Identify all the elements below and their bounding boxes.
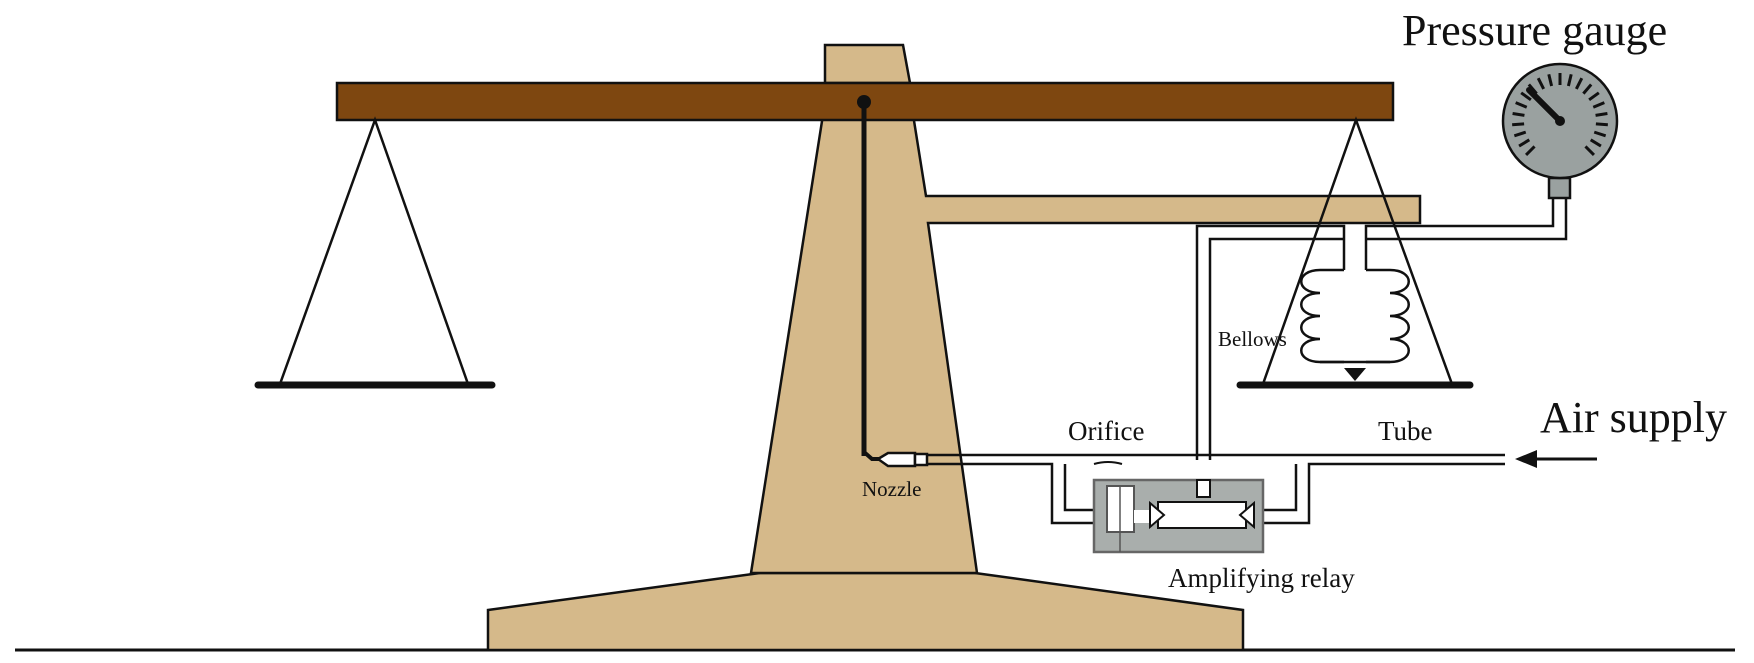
air-supply-arrow [1515,450,1597,468]
gauge-tick [1524,145,1536,157]
gauge-tick [1518,138,1531,148]
air-supply-tube [927,453,1505,525]
label-nozzle: Nozzle [862,477,921,501]
gauge-tick [1588,91,1600,102]
orifice-symbol [1093,461,1123,465]
gauge-tick [1592,101,1605,109]
gauge-ticks [1512,73,1608,157]
gauge-tick [1547,73,1554,87]
label-tube: Tube [1378,416,1433,446]
gauge-needle [1526,87,1563,124]
gauge-tick [1512,112,1525,117]
label-bellows: Bellows [1218,327,1287,351]
gauge-tick [1589,138,1602,148]
label-orifice: Orifice [1068,416,1144,446]
gauge-tick [1584,145,1596,157]
gauge-tick [1593,130,1607,138]
gauge-tick [1595,112,1608,117]
gauge-tick [1512,122,1525,127]
stand-base [486,571,1245,652]
gauge-tick [1595,122,1608,127]
gauge-tick [1515,101,1528,109]
gauge-tick [1575,77,1584,90]
nozzle [875,451,929,468]
gauge-tick [1566,73,1573,87]
bellows [1300,233,1410,381]
label-air-supply: Air supply [1540,393,1727,442]
amplifying-relay [1092,478,1265,554]
stand-column [749,43,1422,575]
gauge-pipe [1195,196,1568,460]
label-pressure-gauge: Pressure gauge [1402,6,1667,55]
label-amplifying-relay: Amplifying relay [1168,563,1355,593]
gauge-tick [1582,83,1593,95]
gauge-tick [1536,77,1545,90]
left-pan [254,116,496,389]
gauge-tick [1520,91,1532,102]
pressure-gauge [1501,62,1619,200]
gauge-tick [1513,130,1527,138]
right-pan [1236,116,1474,389]
